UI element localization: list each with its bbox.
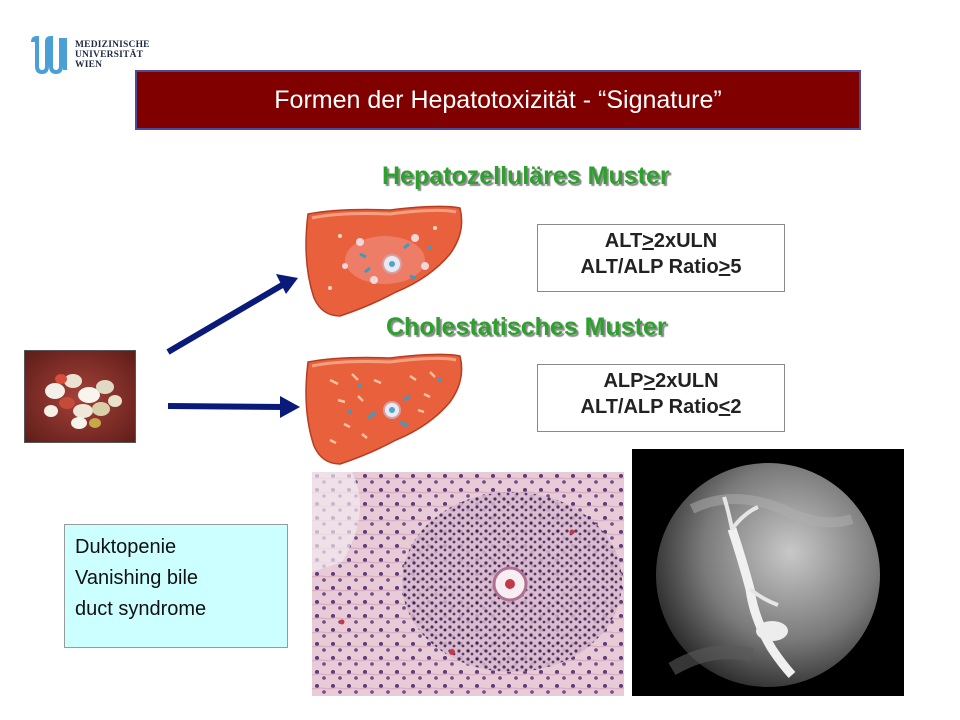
criterion-text: ALT/ALP Ratio xyxy=(580,256,719,278)
duct-line-3: duct syndrome xyxy=(75,598,207,620)
cholestatic-heading: Cholestatisches Muster xyxy=(386,313,667,341)
slide-title: Formen der Hepatotoxizität - “Signature” xyxy=(274,85,722,114)
liver-icon xyxy=(305,205,463,317)
arrows xyxy=(160,270,310,430)
criterion-text: 2xULN xyxy=(653,230,718,252)
liver-hepatocellular-illustration xyxy=(300,202,470,320)
duktopenie-textbox: Duktopenie Vanishing bile duct syndrome xyxy=(64,524,288,648)
criterion-text: ALT/ALP Ratio xyxy=(580,396,719,418)
criterion-operator: < xyxy=(718,396,731,418)
mu-logo-icon xyxy=(31,36,67,75)
arrow-up-right-icon xyxy=(166,274,298,355)
arrow-right-icon xyxy=(167,396,300,418)
criterion-text: 2 xyxy=(730,396,742,418)
criterion-text: ALT xyxy=(604,230,643,252)
hepatocellular-criteria-box: ALT>2xULN ALT/ALP Ratio>5 xyxy=(537,224,785,292)
cholestatic-criterion-2: ALT/ALP Ratio<2 xyxy=(538,394,784,420)
logo-line-3: WIEN xyxy=(75,60,103,70)
hepatocellular-criterion-1: ALT>2xULN xyxy=(538,228,784,254)
cholangiography-xray-image xyxy=(632,449,904,696)
liver-cholestatic-illustration xyxy=(300,350,470,468)
logo-line-2: UNIVERSITÄT xyxy=(75,50,144,60)
logo-line-1: MEDIZINISCHE xyxy=(75,40,150,50)
hepatocellular-heading: Hepatozelluläres Muster xyxy=(382,162,670,190)
criterion-operator: > xyxy=(643,370,656,392)
university-logo: MEDIZINISCHE UNIVERSITÄT WIEN xyxy=(30,36,160,80)
pills-image xyxy=(24,350,136,443)
cholestatic-criteria-box: ALP>2xULN ALT/ALP Ratio<2 xyxy=(537,364,785,432)
xray-image xyxy=(632,449,904,696)
duct-line-2: Vanishing bile xyxy=(75,567,199,589)
histology-image xyxy=(312,472,624,696)
criterion-operator: > xyxy=(642,230,654,252)
criterion-text: 5 xyxy=(730,256,742,278)
criterion-text: ALP xyxy=(603,370,644,392)
cholestatic-criterion-1: ALP>2xULN xyxy=(538,368,784,394)
pills-icon xyxy=(25,351,135,442)
title-bar: Formen der Hepatotoxizität - “Signature” xyxy=(135,70,861,130)
criterion-operator: > xyxy=(718,256,731,278)
liver-icon xyxy=(305,353,463,465)
hepatocellular-criterion-2: ALT/ALP Ratio>5 xyxy=(538,254,784,280)
histology-micrograph xyxy=(312,472,624,696)
criterion-text: 2xULN xyxy=(655,370,719,392)
duct-line-1: Duktopenie xyxy=(75,536,177,558)
